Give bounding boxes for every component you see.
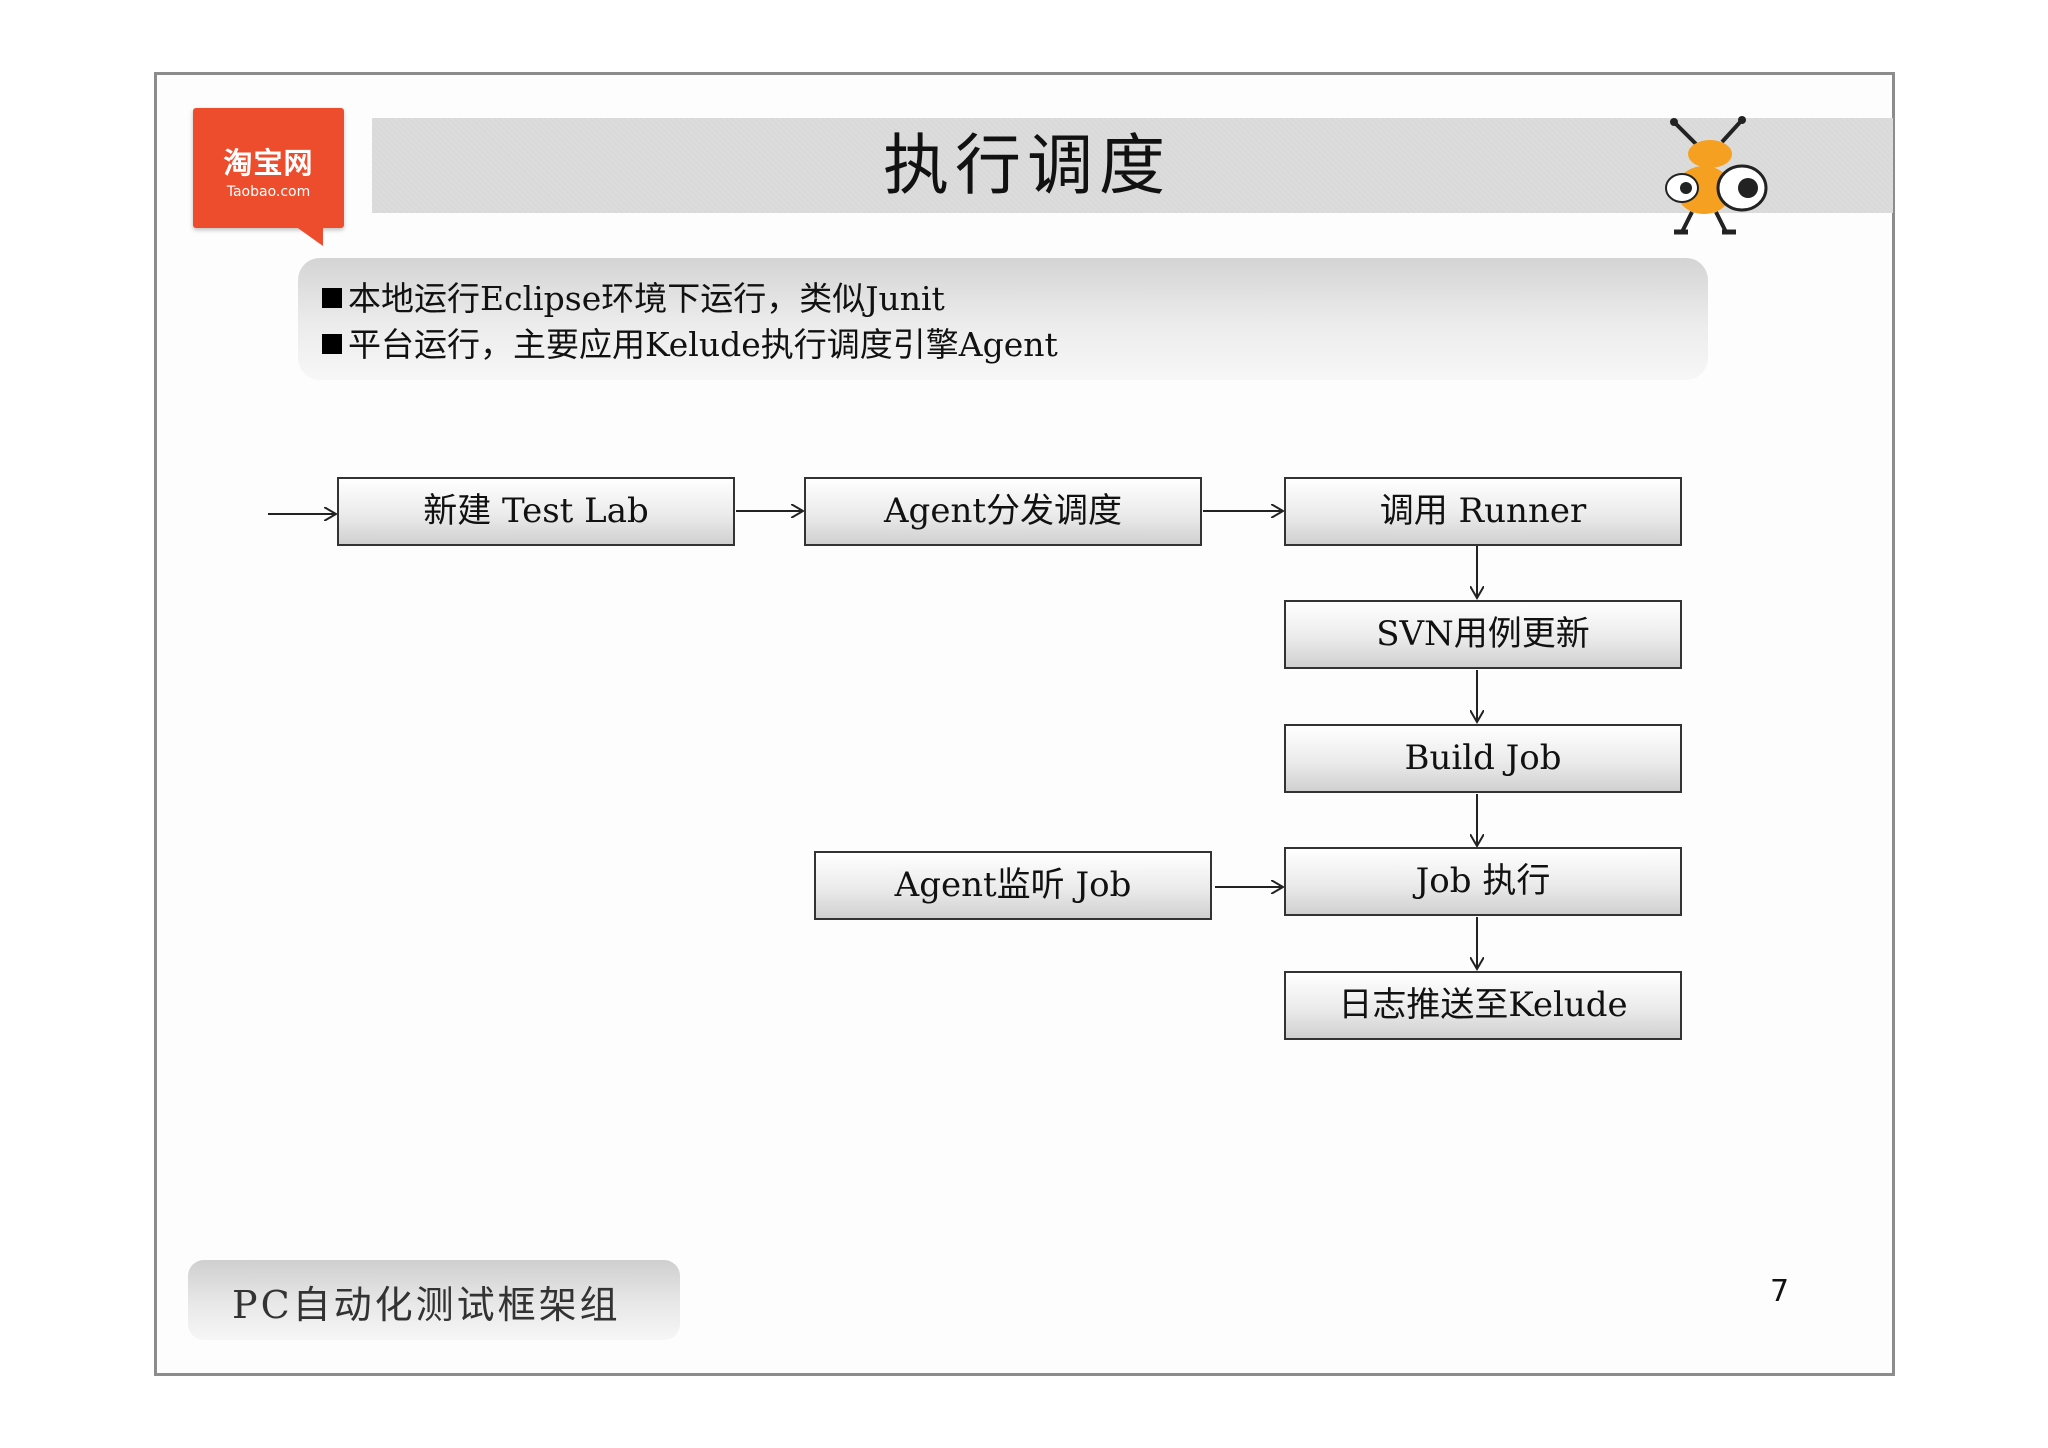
bullet-item: 本地运行Eclipse环境下运行，类似Junit (322, 272, 945, 320)
ant-mascot-icon (1665, 116, 1768, 235)
flow-box-build-job: Build Job (1284, 724, 1682, 793)
logo-cn-text: 淘宝网 (223, 146, 314, 180)
square-bullet-icon (322, 288, 342, 308)
title-bar (372, 118, 1893, 213)
bullet-text: 平台运行，主要应用Kelude执行调度引擎Agent (348, 325, 1058, 364)
flow-box-agent-dispatch: Agent分发调度 (804, 477, 1202, 546)
flow-box-log-push: 日志推送至Kelude (1284, 971, 1682, 1040)
footer-panel (188, 1260, 680, 1340)
taobao-logo: 淘宝网 Taobao.com (193, 108, 344, 228)
flow-box-new-lab: 新建 Test Lab (337, 477, 735, 546)
bullet-item: 平台运行，主要应用Kelude执行调度引擎Agent (322, 318, 1058, 366)
flow-box-call-runner: 调用 Runner (1284, 477, 1682, 546)
page-title: 执行调度 (883, 127, 1171, 204)
logo-speech-tail (295, 226, 323, 246)
page-number: 7 (1770, 1274, 1790, 1309)
bullet-text: 本地运行Eclipse环境下运行，类似Junit (348, 279, 945, 318)
footer-group-label: PC自动化测试框架组 (232, 1283, 621, 1327)
logo-en-text: Taobao.com (226, 184, 311, 200)
flow-box-agent-listen: Agent监听 Job (814, 851, 1212, 920)
flow-box-svn-update: SVN用例更新 (1284, 600, 1682, 669)
info-panel (298, 258, 1708, 380)
square-bullet-icon (322, 334, 342, 354)
flow-box-job-exec: Job 执行 (1284, 847, 1682, 916)
